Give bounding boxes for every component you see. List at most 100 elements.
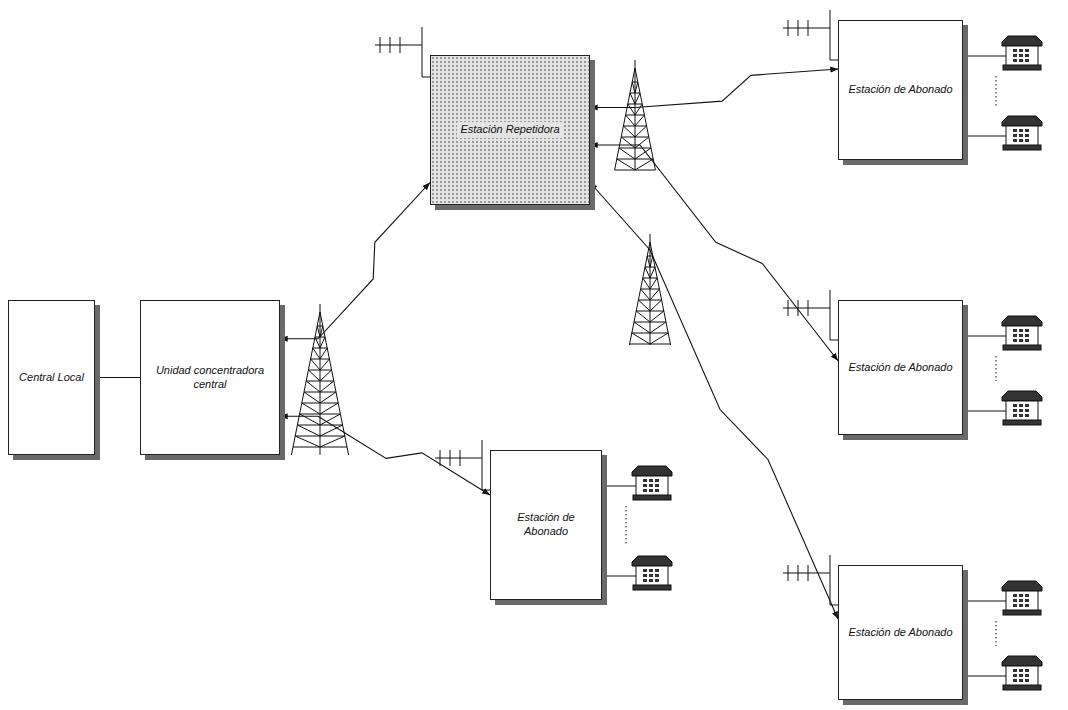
radio-link bbox=[590, 69, 838, 108]
radio-link bbox=[280, 416, 490, 495]
tower-brace bbox=[635, 93, 640, 104]
tower-leg bbox=[615, 68, 635, 170]
phone-base bbox=[1003, 345, 1041, 350]
telephone-icon bbox=[1002, 116, 1042, 150]
phone-key bbox=[649, 569, 653, 572]
node-label: Estación de Abonado bbox=[845, 625, 955, 641]
phone-key bbox=[649, 574, 653, 577]
antenna-boom bbox=[435, 458, 482, 459]
phone-key bbox=[1013, 334, 1017, 337]
phone-key bbox=[1025, 334, 1029, 337]
phone-key bbox=[1013, 594, 1017, 597]
antenna-element bbox=[788, 20, 789, 36]
tower-leg bbox=[320, 312, 349, 455]
phone-key bbox=[1013, 669, 1017, 672]
tower-brace bbox=[635, 82, 638, 93]
telephone-icon bbox=[1002, 581, 1042, 615]
phone-key bbox=[1019, 674, 1023, 677]
tower-brace bbox=[617, 159, 635, 170]
tower-brace bbox=[623, 126, 635, 137]
phone-key bbox=[1019, 679, 1023, 682]
phone-key bbox=[643, 574, 647, 577]
wire-link bbox=[95, 377, 140, 378]
phone-key bbox=[1025, 129, 1029, 132]
phone-key bbox=[1025, 404, 1029, 407]
telephone-icon bbox=[1002, 316, 1042, 350]
tower-brace bbox=[306, 381, 320, 392]
yagi-antenna bbox=[783, 290, 838, 340]
phone-key bbox=[649, 479, 653, 482]
phone-key bbox=[1013, 339, 1017, 342]
phone-line bbox=[960, 676, 1006, 677]
node-label: Estación de Abonado bbox=[491, 510, 601, 540]
antenna-element bbox=[450, 450, 451, 466]
handset bbox=[1002, 36, 1042, 46]
tower-tip bbox=[650, 234, 651, 242]
phone-key bbox=[655, 484, 659, 487]
phone-key bbox=[655, 569, 659, 572]
tower-brace bbox=[308, 370, 320, 381]
phone-key bbox=[643, 489, 647, 492]
tower-brace bbox=[634, 322, 650, 333]
phone-base bbox=[1003, 65, 1041, 70]
phone-key bbox=[1013, 599, 1017, 602]
phone-key bbox=[1013, 679, 1017, 682]
phone-key bbox=[1019, 409, 1023, 412]
phone-base bbox=[1003, 685, 1041, 690]
phone-key bbox=[1013, 54, 1017, 57]
antenna-element bbox=[788, 565, 789, 581]
phone-key bbox=[1019, 599, 1023, 602]
tower-brace bbox=[628, 104, 635, 115]
phone-key bbox=[1019, 49, 1023, 52]
phone-key bbox=[1013, 49, 1017, 52]
phone-key bbox=[1025, 139, 1029, 142]
antenna-element bbox=[798, 565, 799, 581]
antenna-element bbox=[798, 20, 799, 36]
phone-key bbox=[1019, 604, 1023, 607]
tower-brace bbox=[320, 337, 325, 348]
phone-key bbox=[1025, 604, 1029, 607]
tower-brace bbox=[320, 425, 343, 436]
antenna-boom bbox=[783, 308, 830, 309]
radio-link bbox=[590, 183, 838, 620]
tower-leg bbox=[629, 242, 650, 345]
tower-leg bbox=[635, 68, 636, 170]
repeater-box: Estación Repetidora bbox=[430, 55, 590, 205]
tower-brace bbox=[320, 403, 338, 414]
tower-brace bbox=[320, 359, 329, 370]
phone-key bbox=[1019, 339, 1023, 342]
phone-key bbox=[643, 579, 647, 582]
node-label: Estación de Abonado bbox=[845, 360, 955, 376]
antenna-mast bbox=[830, 555, 831, 605]
phone-key bbox=[655, 574, 659, 577]
tower-brace bbox=[643, 278, 650, 289]
phone-key bbox=[643, 484, 647, 487]
phone-key bbox=[1013, 329, 1017, 332]
phone-key bbox=[1025, 339, 1029, 342]
phone-key bbox=[1025, 49, 1029, 52]
lattice-tower bbox=[291, 304, 348, 455]
tower-brace bbox=[650, 333, 668, 344]
tower-leg bbox=[650, 242, 651, 345]
phone-key bbox=[1025, 409, 1029, 412]
tower-brace bbox=[645, 267, 650, 278]
tower-brace bbox=[650, 300, 662, 311]
phone-key bbox=[649, 484, 653, 487]
subscriber-box: Estación de Abonado bbox=[490, 450, 602, 600]
phone-key bbox=[1019, 329, 1023, 332]
phone-key bbox=[1019, 139, 1023, 142]
phone-key bbox=[1025, 674, 1029, 677]
tower-brace bbox=[630, 93, 635, 104]
phone-key bbox=[1013, 409, 1017, 412]
tower-leg bbox=[291, 312, 320, 455]
tower-brace bbox=[636, 311, 650, 322]
exchange-box: Central Local bbox=[8, 300, 95, 455]
phone-key bbox=[1019, 404, 1023, 407]
phone-key bbox=[1019, 594, 1023, 597]
antenna-element bbox=[788, 300, 789, 316]
phone-base bbox=[633, 495, 671, 500]
tower-brace bbox=[635, 137, 649, 148]
lattice-tower bbox=[615, 60, 656, 170]
node-label: Central Local bbox=[16, 370, 87, 386]
